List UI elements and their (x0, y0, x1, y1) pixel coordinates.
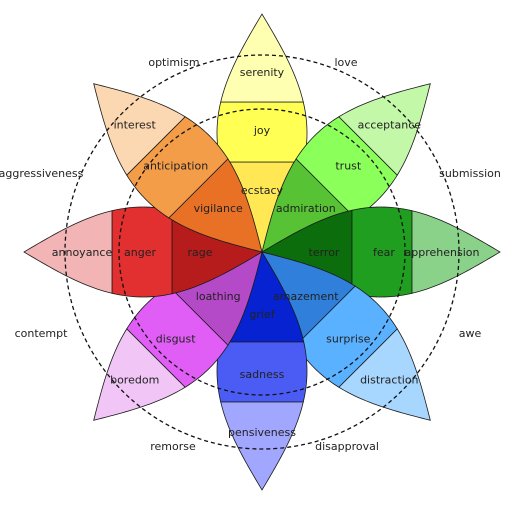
label-fear: fear (373, 246, 395, 259)
label-disgust: disgust (156, 332, 196, 345)
label-terror: terror (309, 246, 340, 259)
anticipation-petal (93, 83, 263, 253)
label-sadness: sadness (240, 368, 285, 381)
label-amazement: amazement (273, 290, 339, 303)
outer-dashed-ring (64, 54, 460, 450)
label-pensiveness: pensiveness (228, 426, 296, 439)
dyad-remorse: remorse (150, 440, 196, 453)
label-joy: joy (253, 124, 271, 137)
joy-outer-band (220, 13, 304, 103)
label-boredom: boredom (110, 373, 159, 386)
anger-outer-band (23, 210, 113, 294)
label-surprise: surprise (326, 332, 371, 345)
label-admiration: admiration (276, 202, 336, 215)
petals-group (23, 13, 501, 491)
sadness-outer-band (220, 401, 304, 491)
label-serenity: serenity (240, 66, 285, 79)
anticipation-outer-band (93, 83, 186, 176)
label-anticipation: anticipation (143, 160, 208, 173)
label-ecstacy: ecstacy (241, 184, 284, 197)
petal-labels: ecstacy joy serenity admiration trust accepta… (52, 66, 480, 439)
label-distraction: distraction (360, 373, 418, 386)
label-loathing: loathing (196, 290, 241, 303)
label-rage: rage (187, 246, 212, 259)
disgust-outer-band (93, 328, 186, 421)
dyad-awe: awe (459, 327, 482, 340)
dyad-love: love (334, 56, 357, 69)
label-grief: grief (249, 308, 275, 321)
middle-dashed-ring (118, 108, 406, 396)
label-anger: anger (124, 246, 156, 259)
dyad-disapproval: disapproval (315, 440, 379, 453)
dyad-submission: submission (439, 167, 501, 180)
label-interest: interest (114, 119, 157, 132)
trust-outer-band (338, 83, 431, 176)
label-trust: trust (335, 160, 362, 173)
label-vigilance: vigilance (194, 202, 243, 215)
dashed-rings (64, 54, 460, 450)
surprise-outer-band (338, 328, 431, 421)
dyad-optimism: optimism (148, 56, 199, 69)
label-acceptance: acceptance (358, 119, 422, 132)
anger-petal (23, 206, 263, 298)
fear-outer-band (411, 210, 501, 294)
label-annoyance: annoyance (52, 246, 113, 259)
label-apprehension: apprehension (405, 246, 480, 259)
dyad-contempt: contempt (15, 327, 69, 340)
dyad-aggressiveness: aggressiveness (0, 167, 84, 180)
dyad-labels: love submission awe disapproval remorse … (0, 56, 501, 453)
